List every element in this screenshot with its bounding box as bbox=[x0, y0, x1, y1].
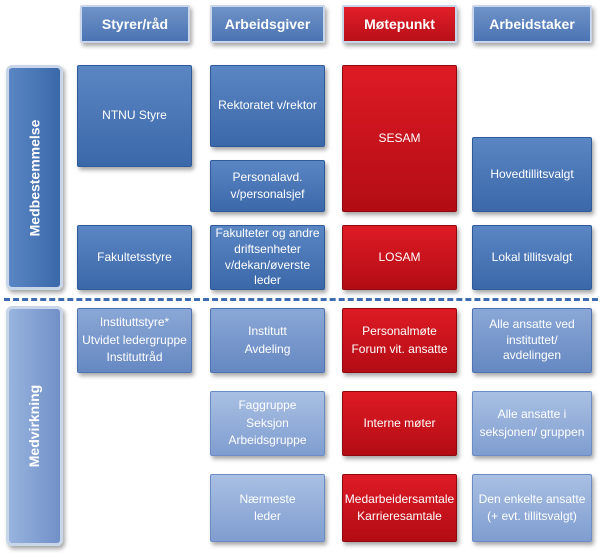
section-label: Medvirkning bbox=[26, 384, 43, 468]
box-text: SESAM bbox=[378, 130, 421, 145]
box-text: Den enkelte ansatte bbox=[478, 491, 586, 506]
box-text: Seksjon bbox=[246, 415, 289, 430]
header-arbeidstaker: Arbeidstaker bbox=[472, 5, 592, 43]
box-text: Fakultetsstyre bbox=[97, 249, 172, 264]
box-fakultetsstyre: Fakultetsstyre bbox=[77, 225, 192, 290]
box-text: Interne møter bbox=[363, 415, 436, 430]
box-alle-ansatte-seksjon: Alle ansatte i seksjonen/ gruppen bbox=[472, 391, 592, 456]
box-text: avdelingen bbox=[502, 348, 562, 363]
box-text: Medarbeidersamtale bbox=[344, 491, 455, 506]
box-text: Instituttstyre* bbox=[99, 315, 170, 330]
header-label: Arbeidsgiver bbox=[224, 15, 311, 32]
box-text: Lokal tillitsvalgt bbox=[491, 249, 573, 264]
box-instituttstyre: Instituttstyre* Utvidet ledergruppe Inst… bbox=[77, 308, 192, 373]
box-sesam: SESAM bbox=[342, 65, 457, 212]
box-text: instituttet/ bbox=[506, 332, 558, 347]
box-text: seksjonen/ gruppen bbox=[479, 424, 585, 439]
box-text: Personalavd. bbox=[232, 169, 303, 184]
box-text: Alle ansatte i bbox=[497, 407, 567, 422]
box-text: Fakulteter og andre bbox=[215, 226, 320, 241]
box-text: (+ evt. tillitsvalgt) bbox=[487, 509, 577, 523]
box-text: Alle ansatte ved bbox=[489, 317, 575, 332]
box-text: driftsenheter bbox=[234, 241, 301, 256]
box-fakulteter: Fakulteter og andre driftsenheter v/deka… bbox=[210, 225, 325, 290]
box-text: leder bbox=[254, 273, 281, 288]
box-losam: LOSAM bbox=[342, 225, 457, 290]
box-text: Personalmøte bbox=[362, 324, 437, 339]
box-interne-moter: Interne møter bbox=[342, 391, 457, 456]
box-text: leder bbox=[254, 509, 281, 523]
section-medvirkning: Medvirkning bbox=[6, 306, 63, 546]
header-arbeidsgiver: Arbeidsgiver bbox=[210, 5, 325, 43]
box-medarbeidersamtale: Medarbeidersamtale Karrieresamtale bbox=[342, 474, 457, 542]
section-medbestemmelse: Medbestemmelse bbox=[6, 65, 63, 290]
box-text: Forum vit. ansatte bbox=[351, 341, 448, 356]
header-label: Møtepunkt bbox=[364, 15, 435, 32]
box-faggruppe: Faggruppe Seksjon Arbeidsgruppe bbox=[210, 391, 325, 456]
box-text: Arbeidsgruppe bbox=[228, 433, 307, 448]
header-motepunkt: Møtepunkt bbox=[342, 5, 457, 43]
box-alle-ansatte-institutt: Alle ansatte ved instituttet/ avdelingen bbox=[472, 308, 592, 373]
box-personalmote: Personalmøte Forum vit. ansatte bbox=[342, 308, 457, 373]
box-lokal-tillitsvalgt: Lokal tillitsvalgt bbox=[472, 225, 592, 290]
box-text: Karrieresamtale bbox=[357, 509, 442, 523]
box-text: Nærmeste bbox=[239, 491, 296, 506]
box-den-enkelte-ansatte: Den enkelte ansatte (+ evt. tillitsvalgt… bbox=[472, 474, 592, 542]
header-label: Arbeidstaker bbox=[489, 15, 575, 32]
box-text: Avdeling bbox=[244, 341, 291, 356]
section-label: Medbestemmelse bbox=[26, 119, 43, 236]
box-personalavd: Personalavd. v/personalsjef bbox=[210, 160, 325, 212]
box-institutt: Institutt Avdeling bbox=[210, 308, 325, 373]
box-rektoratet: Rektoratet v/rektor bbox=[210, 65, 325, 147]
box-ntnu-styre: NTNU Styre bbox=[77, 65, 192, 167]
header-styrer-rad: Styrer/råd bbox=[80, 5, 190, 43]
box-text: Institutt bbox=[248, 324, 287, 339]
box-text: Hovedtillitsvalgt bbox=[490, 166, 574, 181]
box-hovedtillitsvalgt: Hovedtillitsvalgt bbox=[472, 137, 592, 212]
box-text: v/dekan/øverste bbox=[224, 257, 311, 272]
header-label: Styrer/råd bbox=[101, 15, 169, 32]
box-text: Rektoratet v/rektor bbox=[218, 98, 317, 113]
box-text: v/personalsjef bbox=[230, 187, 305, 201]
box-text: LOSAM bbox=[378, 249, 421, 264]
box-text: Faggruppe bbox=[238, 398, 297, 413]
box-text: NTNU Styre bbox=[102, 108, 167, 123]
section-divider bbox=[4, 298, 598, 301]
box-text: Instituttråd bbox=[106, 350, 163, 365]
box-text: Utvidet ledergruppe bbox=[82, 332, 187, 347]
box-naermeste-leder: Nærmeste leder bbox=[210, 474, 325, 542]
